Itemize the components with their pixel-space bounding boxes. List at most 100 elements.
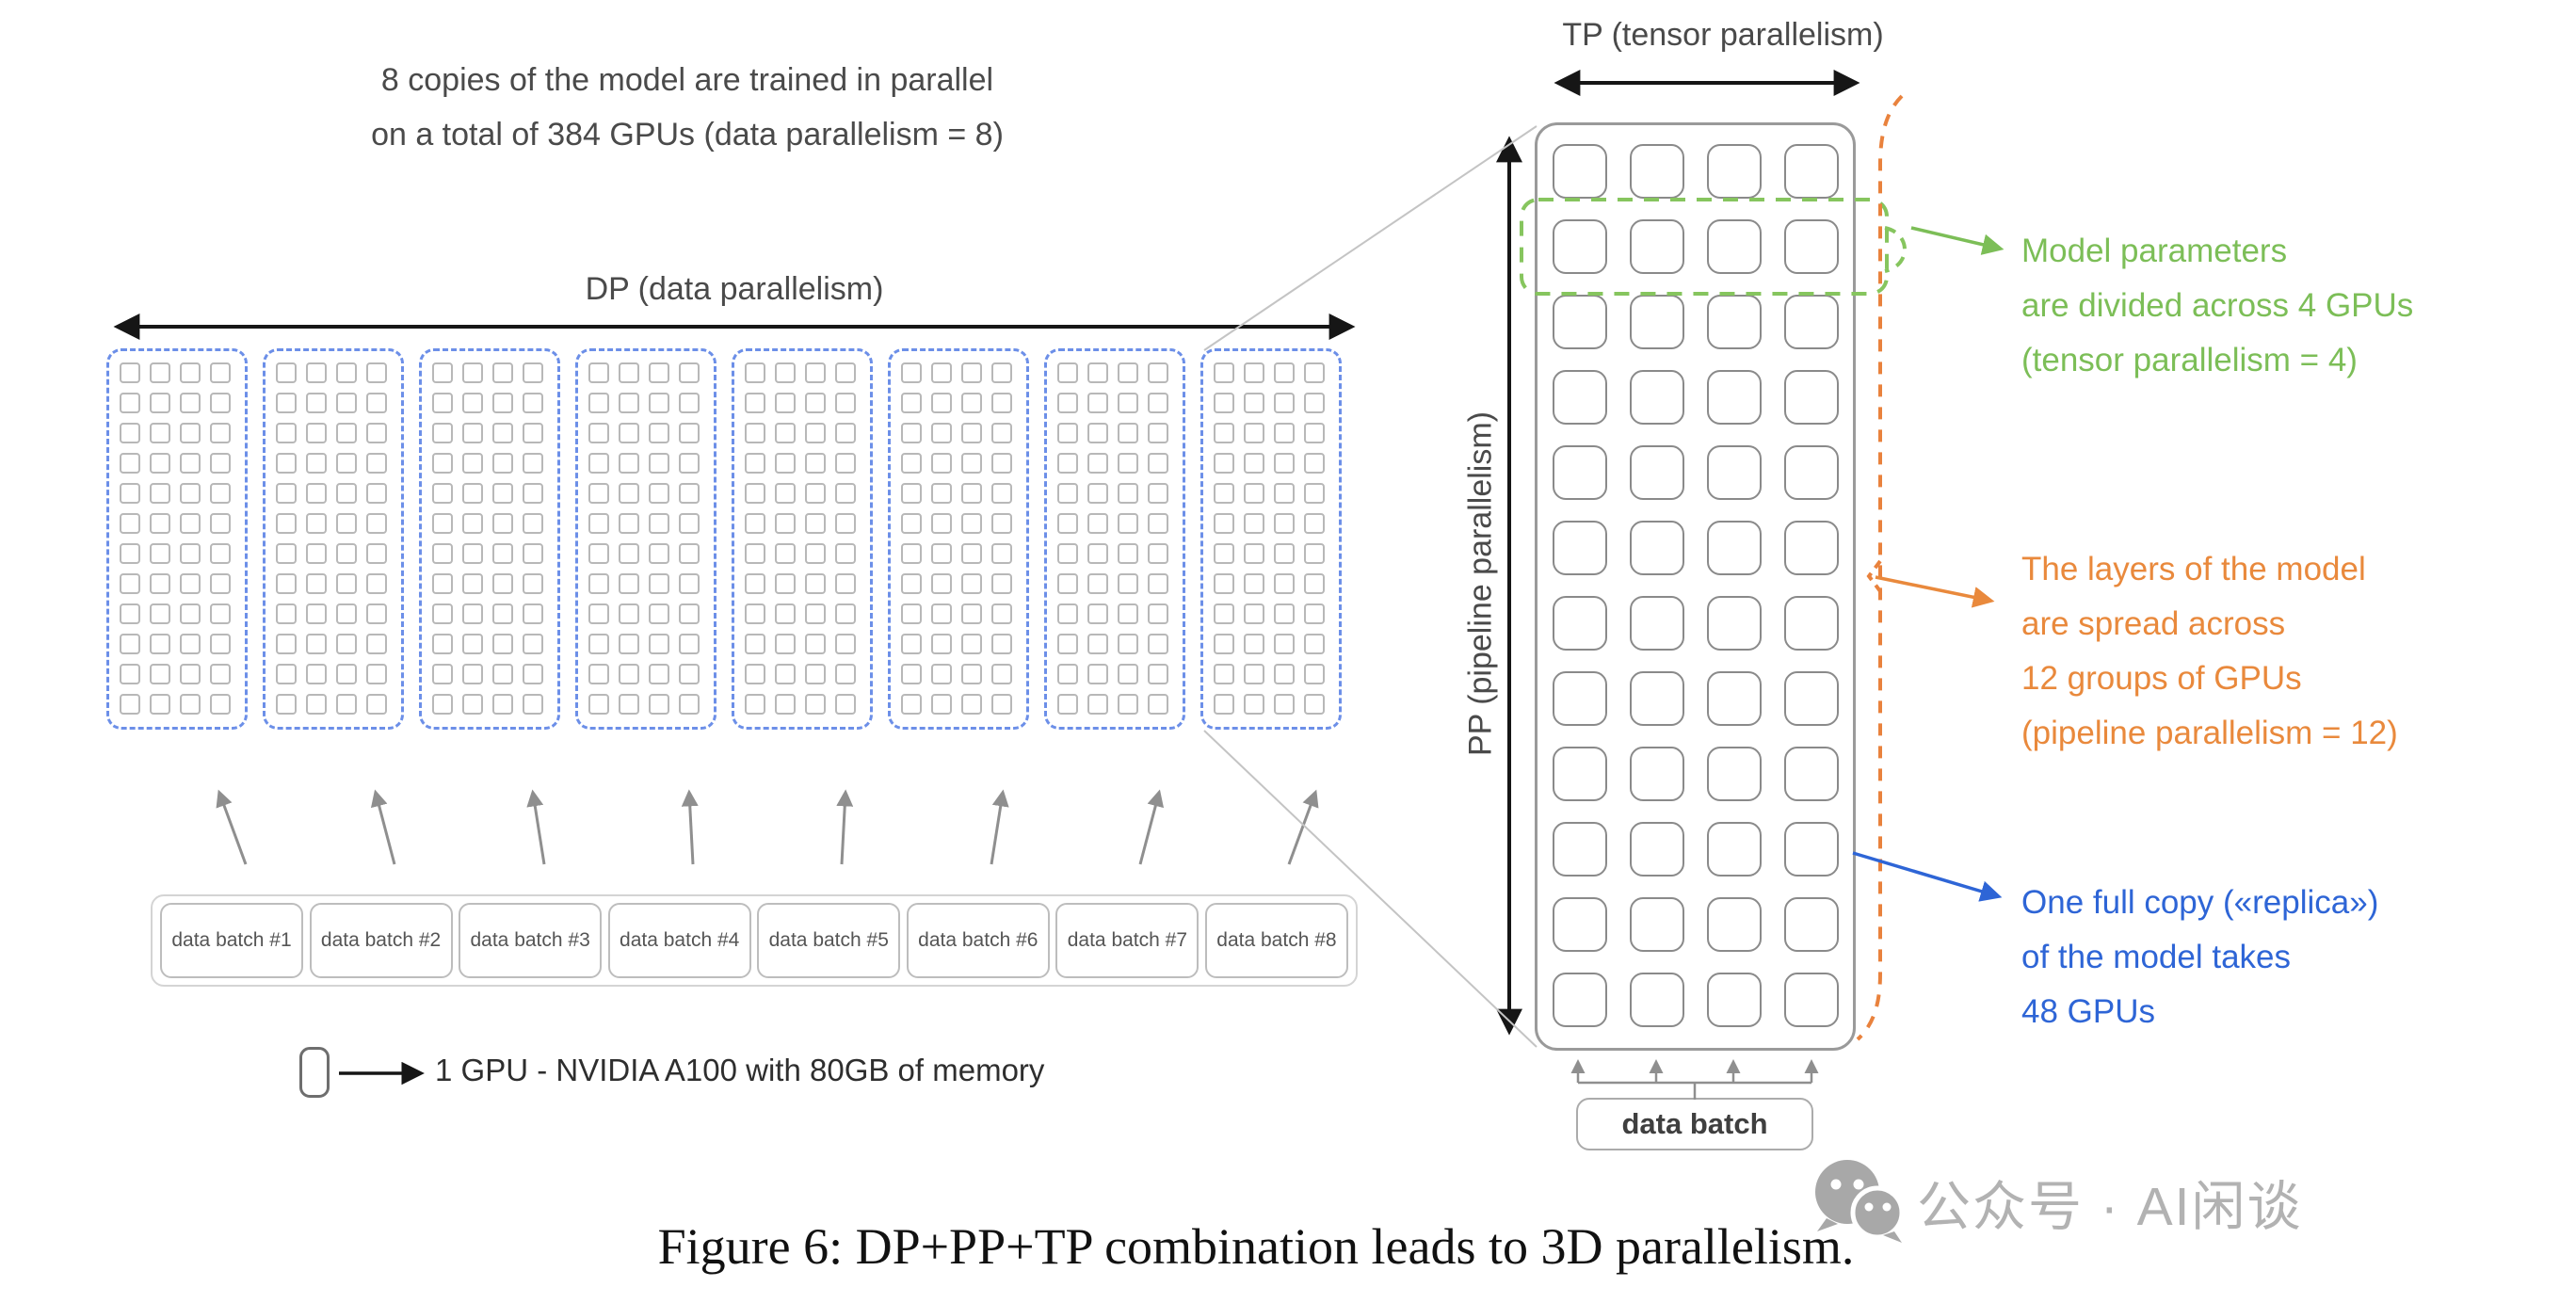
gpu-square [1057, 393, 1078, 413]
replica-gpu-grid [1203, 351, 1339, 726]
gpu-square [180, 694, 201, 715]
gpu-square [492, 453, 513, 474]
gpu-square [775, 664, 796, 684]
gpu-square [1274, 362, 1295, 383]
gpu-square [1274, 694, 1295, 715]
gpu-square [901, 573, 922, 594]
annotation-line: Model parameters [2021, 233, 2288, 269]
gpu-square [931, 664, 952, 684]
gpu-square [835, 694, 856, 715]
gpu-square [462, 483, 483, 504]
gpu-square [523, 423, 543, 443]
gpu-square [619, 513, 639, 534]
gpu-square [991, 634, 1012, 654]
gpu-square [1148, 513, 1168, 534]
gpu-square [210, 634, 231, 654]
gpu-square [120, 362, 140, 383]
gpu-square [120, 543, 140, 564]
gpu-square [523, 634, 543, 654]
gpu-square [1118, 423, 1138, 443]
gpu-square [1244, 423, 1264, 443]
gpu-square [523, 694, 543, 715]
gpu-square [588, 362, 609, 383]
gpu-square [1244, 664, 1264, 684]
gpu-square [120, 573, 140, 594]
right-data-batch-box: data batch [1576, 1098, 1813, 1150]
gpu-legend-square [299, 1047, 330, 1098]
gpu-square [366, 543, 387, 564]
gpu-square [679, 423, 700, 443]
annotation-tensor-parallelism: Model parameters are divided across 4 GPU… [2021, 224, 2549, 388]
gpu-square [120, 393, 140, 413]
gpu-square [835, 423, 856, 443]
gpu-square [150, 513, 170, 534]
gpu-square-large [1553, 973, 1607, 1027]
gpu-square [835, 393, 856, 413]
gpu-square [679, 393, 700, 413]
gpu-square [619, 634, 639, 654]
gpu-square [150, 362, 170, 383]
gpu-square [1244, 453, 1264, 474]
gpu-square [1118, 393, 1138, 413]
gpu-square [835, 483, 856, 504]
gpu-square [1087, 453, 1108, 474]
gpu-square [1057, 573, 1078, 594]
gpu-square [1148, 543, 1168, 564]
gpu-square [210, 423, 231, 443]
gpu-square [1148, 423, 1168, 443]
gpu-square [961, 423, 982, 443]
gpu-square [120, 634, 140, 654]
gpu-square [649, 423, 669, 443]
gpu-square [1214, 694, 1234, 715]
gpu-square [462, 423, 483, 443]
gpu-square [1274, 513, 1295, 534]
gpu-square [619, 694, 639, 715]
gpu-square [492, 694, 513, 715]
data-batch-label: data batch #6 [918, 929, 1038, 951]
gpu-square [336, 362, 357, 383]
gpu-square [679, 362, 700, 383]
gpu-square [492, 393, 513, 413]
gpu-square [462, 362, 483, 383]
replica-box [575, 348, 716, 730]
gpu-square [492, 664, 513, 684]
gpu-square [276, 453, 297, 474]
gpu-square [336, 393, 357, 413]
gpu-square [432, 664, 453, 684]
gpu-square [150, 634, 170, 654]
gpu-square [1304, 543, 1325, 564]
gpu-square [336, 694, 357, 715]
gpu-square [432, 513, 453, 534]
gpu-square [1304, 694, 1325, 715]
gpu-square [588, 423, 609, 443]
gpu-square [745, 603, 765, 624]
gpu-square [649, 603, 669, 624]
data-batch-box: data batch #7 [1055, 903, 1199, 978]
gpu-square [366, 603, 387, 624]
gpu-square [1244, 513, 1264, 534]
gpu-square [961, 664, 982, 684]
gpu-square [901, 694, 922, 715]
gpu-square [745, 362, 765, 383]
gpu-square [366, 393, 387, 413]
gpu-square [901, 362, 922, 383]
gpu-square [588, 393, 609, 413]
gpu-square [366, 513, 387, 534]
gpu-square-large [1707, 973, 1762, 1027]
gpu-square [1057, 362, 1078, 383]
gpu-square [805, 664, 826, 684]
gpu-square [1148, 664, 1168, 684]
gpu-square [1148, 634, 1168, 654]
gpu-square [210, 543, 231, 564]
annotation-line: are divided across 4 GPUs [2021, 287, 2414, 324]
gpu-square-large [1630, 144, 1684, 199]
gpu-square [991, 423, 1012, 443]
gpu-square [1214, 423, 1234, 443]
gpu-square [679, 634, 700, 654]
gpu-square [805, 603, 826, 624]
gpu-square-large [1630, 897, 1684, 952]
gpu-square-large [1553, 671, 1607, 726]
gpu-square [1118, 634, 1138, 654]
gpu-square-large [1553, 370, 1607, 425]
gpu-square [835, 362, 856, 383]
